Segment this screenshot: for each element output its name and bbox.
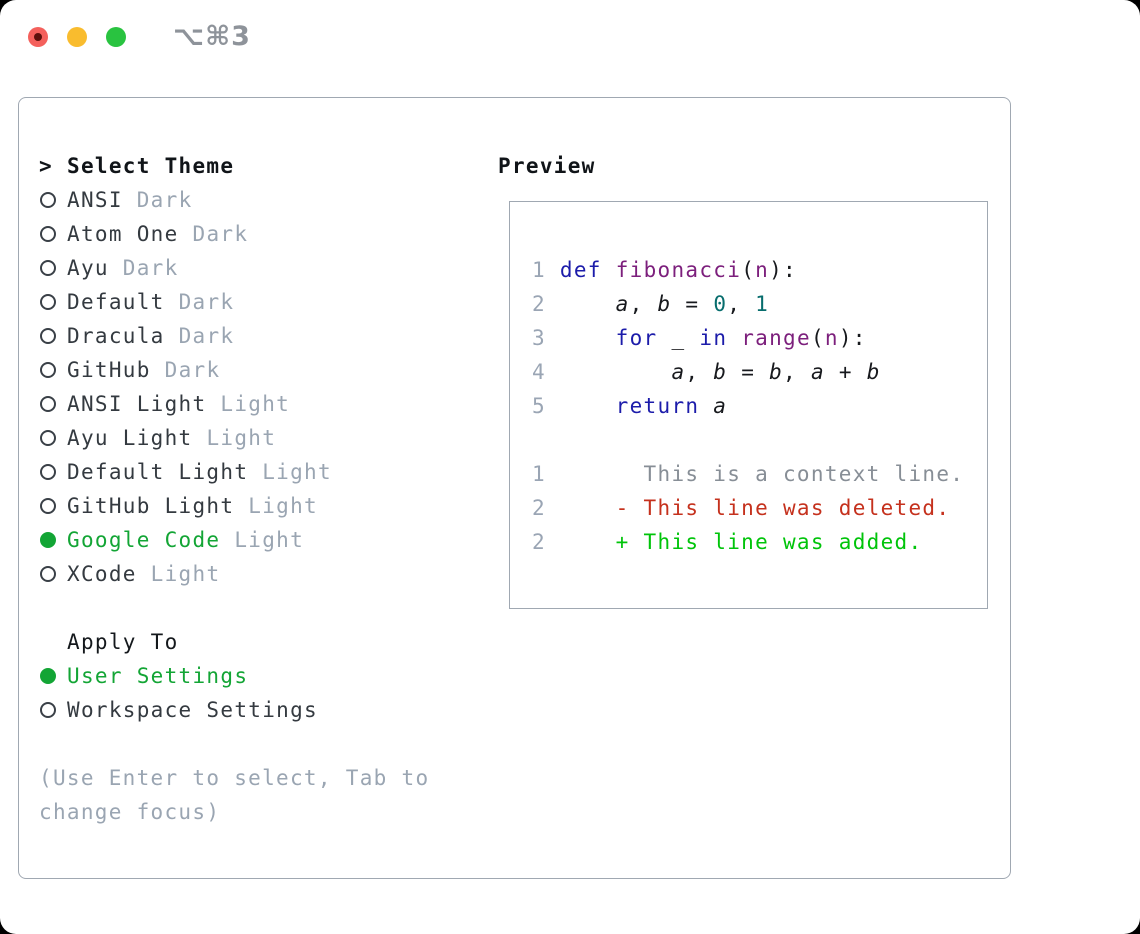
radio-selected-icon [40, 532, 56, 548]
section-gap [39, 591, 429, 625]
code-line: 5 return a [532, 394, 728, 418]
line-number: 3 [532, 326, 546, 350]
line-number: 2 [532, 496, 546, 520]
option-variant-label: Dark [192, 222, 249, 246]
option-label: XCode [67, 562, 137, 586]
theme-option-dracula[interactable]: Dracula Dark [39, 319, 429, 353]
prompt-icon: > [39, 154, 53, 178]
option-label: GitHub Light [67, 494, 235, 518]
line-number: 1 [532, 462, 546, 486]
option-variant-label: Light [248, 494, 318, 518]
theme-option-ansi-light[interactable]: ANSI Light Light [39, 387, 429, 421]
line-number: 1 [532, 258, 546, 282]
radio-icon [40, 226, 56, 242]
theme-option-default-light[interactable]: Default Light Light [39, 455, 429, 489]
option-variant-label: Dark [178, 290, 235, 314]
theme-option-default[interactable]: Default Dark [39, 285, 429, 319]
theme-option-atom-one[interactable]: Atom One Dark [39, 217, 429, 251]
option-variant-label: Light [150, 562, 221, 586]
code-line: 2 a, b = 0, 1 [532, 292, 770, 316]
preview-box: 1 def fibonacci(n): 2 a, b = 0, 1 3 for _ … [509, 201, 988, 609]
option-variant-label: Dark [136, 188, 193, 212]
option-variant-label: Dark [178, 324, 235, 348]
option-variant-label: Light [262, 460, 332, 484]
window-title: ⌥⌘3 [173, 21, 251, 52]
theme-option-ansi[interactable]: ANSI Dark [39, 183, 429, 217]
option-label: Ayu [67, 256, 109, 280]
close-dot-icon [34, 33, 42, 41]
option-label: Workspace Settings [67, 698, 318, 722]
apply-option-workspace-settings[interactable]: Workspace Settings [39, 693, 429, 727]
minimize-button[interactable] [67, 27, 87, 47]
radio-icon [40, 430, 56, 446]
option-variant-label: Light [234, 528, 305, 552]
select-theme-title: Select Theme [67, 154, 235, 178]
zoom-button[interactable] [106, 27, 126, 47]
code-line: 4 a, b = b, a + b [532, 360, 881, 384]
apply-to-header: Apply To [39, 625, 429, 659]
option-label: Atom One [67, 222, 179, 246]
option-variant-label: Light [206, 426, 277, 450]
apply-option-user-settings[interactable]: User Settings [39, 659, 429, 693]
close-button[interactable] [28, 27, 48, 47]
radio-icon [40, 192, 56, 208]
theme-option-xcode[interactable]: XCode Light [39, 557, 429, 591]
diff-line: 2 + This line was added. [532, 530, 923, 554]
radio-icon [40, 294, 56, 310]
theme-option-google-code[interactable]: Google Code Light [39, 523, 429, 557]
diff-lines: 1 This is a context line. 2 - This line w… [532, 457, 977, 559]
theme-option-github-light[interactable]: GitHub Light Light [39, 489, 429, 523]
section-gap [39, 727, 429, 761]
radio-icon [40, 566, 56, 582]
radio-selected-icon [40, 668, 56, 684]
hint-text-line2: change focus) [39, 800, 221, 824]
radio-icon [40, 260, 56, 276]
option-label: ANSI Light [67, 392, 207, 416]
option-variant-label: Dark [164, 358, 221, 382]
option-label: Google Code [67, 528, 221, 552]
preview-gap [532, 423, 977, 457]
code-lines: 1 def fibonacci(n): 2 a, b = 0, 1 3 for _ … [532, 253, 977, 423]
theme-option-ayu-light[interactable]: Ayu Light Light [39, 421, 429, 455]
option-label: Default [67, 290, 165, 314]
radio-icon [40, 328, 56, 344]
theme-option-github[interactable]: GitHub Dark [39, 353, 429, 387]
radio-icon [40, 702, 56, 718]
option-variant-label: Light [220, 392, 291, 416]
titlebar: ⌥⌘3 [28, 21, 251, 52]
code-line: 1 def fibonacci(n): [532, 258, 797, 282]
radio-icon [40, 464, 56, 480]
line-number: 2 [532, 530, 546, 554]
radio-icon [40, 498, 56, 514]
option-label: Ayu Light [67, 426, 193, 450]
diff-line: 2 - This line was deleted. [532, 496, 951, 520]
radio-icon [40, 362, 56, 378]
preview-title: Preview [498, 154, 596, 178]
hint-text-line1: (Use Enter to select, Tab to [39, 766, 430, 790]
line-number: 4 [532, 360, 546, 384]
option-variant-label: Dark [122, 256, 179, 280]
line-number: 5 [532, 394, 546, 418]
option-label: ANSI [67, 188, 123, 212]
radio-icon [40, 396, 56, 412]
code-line: 3 for _ in range(n): [532, 326, 867, 350]
option-label: User Settings [67, 664, 249, 688]
theme-option-ayu[interactable]: Ayu Dark [39, 251, 429, 285]
diff-line: 1 This is a context line. [532, 462, 965, 486]
option-label: Default Light [67, 460, 249, 484]
line-number: 2 [532, 292, 546, 316]
option-label: Dracula [67, 324, 165, 348]
option-label: GitHub [67, 358, 151, 382]
apply-to-title: Apply To [67, 630, 179, 654]
select-theme-header: > Select Theme [39, 149, 429, 183]
